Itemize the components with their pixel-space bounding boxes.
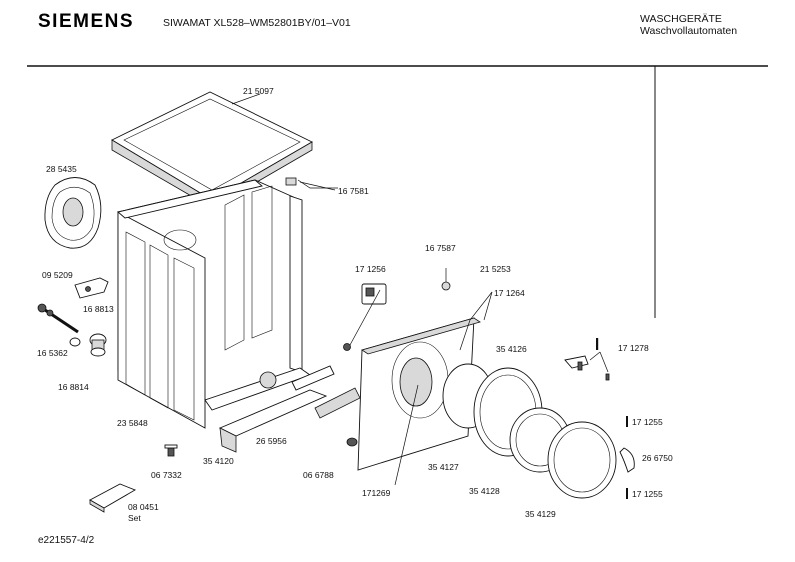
- part-label: 21 5097: [243, 86, 274, 96]
- screw-067332: [164, 444, 178, 457]
- seal-cover: [44, 177, 102, 249]
- control-panel: [291, 365, 361, 419]
- door-hinge: [564, 355, 610, 381]
- part-label: 09 5209: [42, 270, 73, 280]
- part-label: 35 4127: [428, 462, 459, 472]
- bolt-168813: [37, 303, 79, 334]
- tool-set-080451: [89, 483, 137, 513]
- hinge-167581: [285, 177, 297, 186]
- clip-066788: [346, 437, 358, 447]
- part-label: 35 4120: [203, 456, 234, 466]
- door-lock: [343, 283, 387, 351]
- drawing-id: e221557-4/2: [38, 535, 95, 546]
- part-label: 35 4129: [525, 509, 556, 519]
- part-label: 17 1278: [618, 343, 649, 353]
- model-title: SIWAMAT XL528–WM52801BY/01–V01: [163, 17, 351, 29]
- part-label: 26 5956: [256, 436, 287, 446]
- foot-168814: [89, 333, 107, 357]
- part-label: 35 4126: [496, 344, 527, 354]
- part-label: 26 6750: [642, 453, 673, 463]
- door-frame-outer: [547, 421, 617, 499]
- part-label: 16 8814: [58, 382, 89, 392]
- part-label: 17 1264: [494, 288, 525, 298]
- part-label: 35 4128: [469, 486, 500, 496]
- part-label: Set: [128, 513, 141, 523]
- marker-tick: [596, 338, 599, 350]
- brand-logo: SIEMENS: [38, 11, 135, 32]
- plinth-panel: [218, 389, 328, 453]
- cabinet-housing: [117, 179, 311, 429]
- part-label: 171269: [362, 488, 391, 498]
- foot-165362: [69, 337, 81, 347]
- latch-167587: [441, 281, 451, 291]
- part-label: 17 1255: [632, 489, 663, 499]
- part-label: 06 6788: [303, 470, 334, 480]
- part-label: 16 5362: [37, 348, 68, 358]
- part-label: 23 5848: [117, 418, 148, 428]
- part-label: 06 7332: [151, 470, 182, 480]
- category-subtitle: Waschvollautomaten: [640, 25, 738, 37]
- bracket-095209: [74, 277, 109, 299]
- part-label: 21 5253: [480, 264, 511, 274]
- part-label: 16 7587: [425, 243, 456, 253]
- part-label: 28 5435: [46, 164, 77, 174]
- part-label: 17 1256: [355, 264, 386, 274]
- door-handle: [619, 447, 635, 473]
- category-title: WASCHGERÄTE: [640, 13, 722, 25]
- part-label: 16 7581: [338, 186, 369, 196]
- marker-tick: [626, 488, 628, 499]
- marker-tick: [626, 416, 628, 427]
- part-label: 17 1255: [632, 417, 663, 427]
- part-label: 08 0451: [128, 502, 159, 512]
- part-label: 16 8813: [83, 304, 114, 314]
